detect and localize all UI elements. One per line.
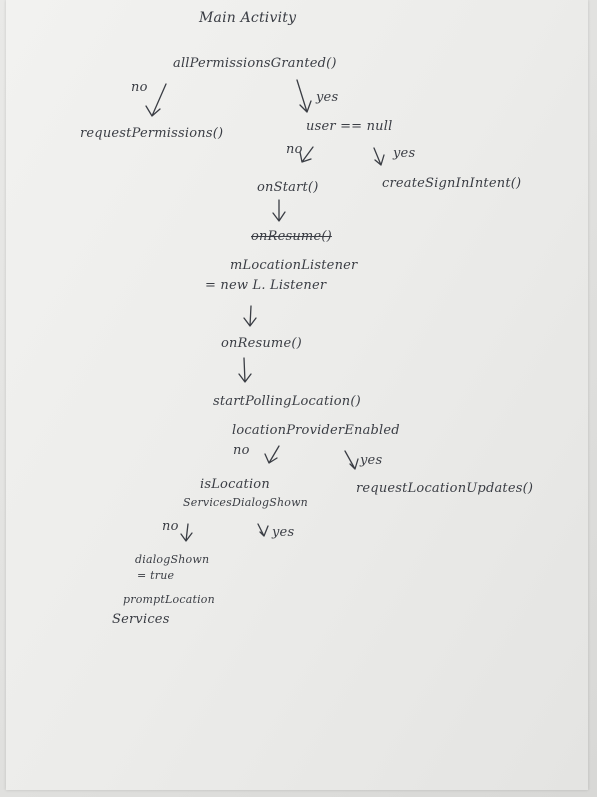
node-dialog-true-line2: = true — [137, 569, 175, 582]
node-location-provider-enabled: locationProviderEnabled — [232, 423, 400, 438]
arrow-provider-yes — [344, 450, 359, 470]
node-dialog-shown-line1: isLocation — [200, 477, 270, 492]
paper-sheet — [6, 0, 588, 790]
arrow-provider-no — [264, 445, 280, 464]
node-on-start: onStart() — [257, 180, 319, 195]
node-prompt-location-line1: promptLocation — [123, 593, 215, 606]
node-on-resume-struck: onResume() — [251, 229, 332, 244]
arrow-onresume-down — [238, 357, 252, 383]
title-main-activity: Main Activity — [199, 10, 297, 26]
label-no-user: no — [286, 142, 303, 157]
label-no-provider: no — [233, 443, 250, 458]
node-request-location-updates: requestLocationUpdates() — [356, 481, 534, 496]
node-location-listener-line1: mLocationListener — [230, 258, 358, 273]
node-create-sign-in-intent: createSignInIntent() — [382, 176, 522, 191]
label-no-dialog: no — [162, 519, 179, 534]
node-all-permissions-granted: allPermissionsGranted() — [173, 56, 337, 71]
node-request-permissions: requestPermissions() — [80, 126, 224, 141]
arrow-user-yes — [373, 147, 385, 166]
arrow-perm-no — [145, 83, 167, 117]
label-yes-user: yes — [393, 146, 416, 161]
node-location-listener-line2: = new L. Listener — [205, 278, 327, 293]
label-yes-permissions: yes — [316, 90, 339, 105]
node-user-null: user == null — [306, 119, 393, 134]
arrow-dialog-yes — [257, 523, 269, 537]
arrow-onstart-down — [272, 199, 286, 222]
node-dialog-shown-line2: ServicesDialogShown — [183, 496, 308, 509]
arrow-perm-yes — [296, 79, 312, 113]
label-no-permissions: no — [131, 80, 148, 95]
node-prompt-location-line2: Services — [112, 612, 170, 627]
arrow-listener-down — [243, 305, 257, 327]
node-on-resume: onResume() — [221, 336, 302, 351]
label-yes-provider: yes — [360, 453, 383, 468]
node-start-polling-location: startPollingLocation() — [213, 394, 361, 409]
label-yes-dialog: yes — [272, 525, 295, 540]
arrow-dialog-no — [180, 523, 193, 542]
arrow-user-no — [299, 146, 314, 163]
node-dialog-true-line1: dialogShown — [135, 553, 210, 566]
